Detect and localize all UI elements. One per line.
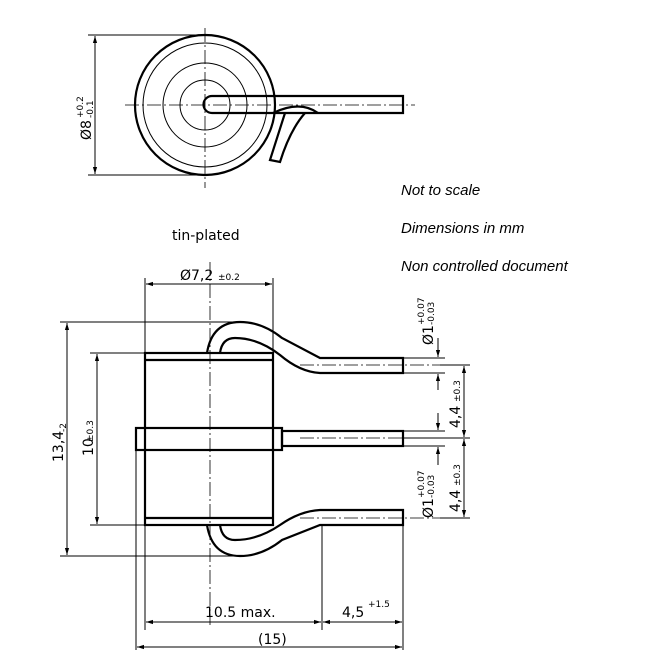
overall-height-label: 13,4 -2 [51,423,69,462]
body-length-label: 10.5 max. [205,605,276,621]
svg-text:Ø1: Ø1 [421,325,437,345]
lead-diameter-lower-label: Ø1 +0.07 -0.03 [417,470,437,518]
svg-text:Ø8: Ø8 [79,120,95,140]
svg-text:+0.2: +0.2 [76,96,86,118]
middle-lead [280,429,405,448]
svg-text:-0.03: -0.03 [427,475,437,498]
svg-text:-0.03: -0.03 [427,302,437,325]
svg-text:±0.2: ±0.2 [218,273,240,283]
top-diameter-label: Ø8 +0.2 -0.1 [76,96,96,140]
top-view: Ø8 +0.2 -0.1 [76,28,415,188]
body-outline [143,351,275,527]
pitch-lower-label: 4,4 ±0.3 [448,464,464,512]
svg-text:-0.1: -0.1 [86,100,96,118]
svg-text:10: 10 [81,438,97,456]
lead-length-label: 4,5 +1.5 [342,600,390,621]
body-height-label: 10 ±0.3 [81,420,97,456]
svg-text:4,5: 4,5 [342,605,364,621]
body-diameter-label: Ø7,2 ±0.2 [180,268,240,284]
pitch-upper-label: 4,4 ±0.3 [448,380,464,428]
svg-text:4,4: 4,4 [448,490,464,512]
top-lead [202,94,405,115]
note-dimensions-units: Dimensions in mm [401,220,525,237]
lead-bend-down [268,112,306,164]
svg-text:Ø1: Ø1 [421,498,437,518]
note-non-controlled: Non controlled document [401,258,568,275]
svg-text:±0.3: ±0.3 [86,420,96,442]
svg-text:13,4: 13,4 [51,431,67,462]
overall-length-label: (15) [258,632,287,648]
svg-text:-2: -2 [59,423,69,432]
lead-bend-top [272,105,319,114]
side-view: Ø7,2 ±0.2 13,4 -2 10 ±0.3 Ø1 +0.07 -0.03 [51,262,470,650]
lead-diameter-upper-label: Ø1 +0.07 -0.03 [417,297,437,345]
center-flange [134,426,284,452]
svg-text:+0.07: +0.07 [417,297,427,325]
note-not-to-scale: Not to scale [401,182,481,199]
svg-text:+0.07: +0.07 [417,470,427,498]
finish-label: tin-plated [172,228,240,244]
svg-text:±0.3: ±0.3 [453,464,463,486]
svg-text:Ø7,2: Ø7,2 [180,268,213,284]
svg-text:±0.3: ±0.3 [453,380,463,402]
svg-text:+1.5: +1.5 [368,600,390,610]
svg-text:4,4: 4,4 [448,406,464,428]
